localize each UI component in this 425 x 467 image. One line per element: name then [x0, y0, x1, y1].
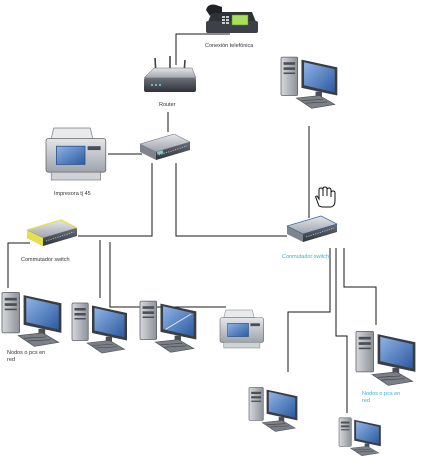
nodes-left-label: Nodos o pcs en red — [7, 350, 47, 363]
pc-left-2-icon — [71, 302, 128, 354]
right-switch-icon — [286, 215, 338, 243]
left-switch-label: Commutador switch — [21, 257, 70, 263]
connection-lines — [7, 33, 377, 413]
link-rightswitch-pc-right — [343, 248, 377, 325]
pc-left-3-icon — [139, 300, 197, 353]
link-leftswitch-pc1 — [7, 242, 30, 288]
link-phone-router — [175, 33, 230, 65]
nodes-right-label-line1: Nodos o pcs en — [362, 391, 400, 397]
hand-cursor-icon[interactable] — [315, 186, 336, 208]
telephone-icon — [206, 4, 258, 33]
router-icon — [143, 56, 197, 92]
link-rightswitch-pc-bottom — [287, 248, 331, 372]
pc-right-1-icon — [355, 330, 417, 387]
link-hub-rightswitch — [175, 163, 287, 237]
hub-switch-icon — [139, 133, 191, 161]
nodes-right-label: Nodos o pcs en red — [362, 391, 402, 404]
nodes-left-label-line2: red — [7, 357, 15, 363]
link-leftswitch-pc3-printer — [109, 242, 226, 308]
printer-top-icon — [45, 127, 107, 181]
left-switch-icon — [26, 219, 78, 247]
nodes-left-label-line1: Nodos o pcs en — [7, 350, 45, 356]
pc-bottom-right-icon — [338, 417, 382, 457]
right-switch-label: Conmutador switch — [282, 254, 329, 260]
nodes-right-label-line2: red — [362, 398, 370, 404]
pc-top-right-icon — [280, 56, 338, 109]
printer-bottom-icon — [219, 309, 265, 349]
printer-top-label: Impresora tj 45 — [54, 191, 91, 197]
pc-left-1-icon — [1, 291, 63, 348]
router-label: Router — [159, 102, 176, 108]
phone-label: Conexión telefónica — [205, 43, 254, 49]
link-hub-leftswitch — [78, 163, 153, 237]
link-rightswitch-pc-lower — [335, 248, 348, 413]
pc-bottom-center-icon — [248, 386, 298, 432]
